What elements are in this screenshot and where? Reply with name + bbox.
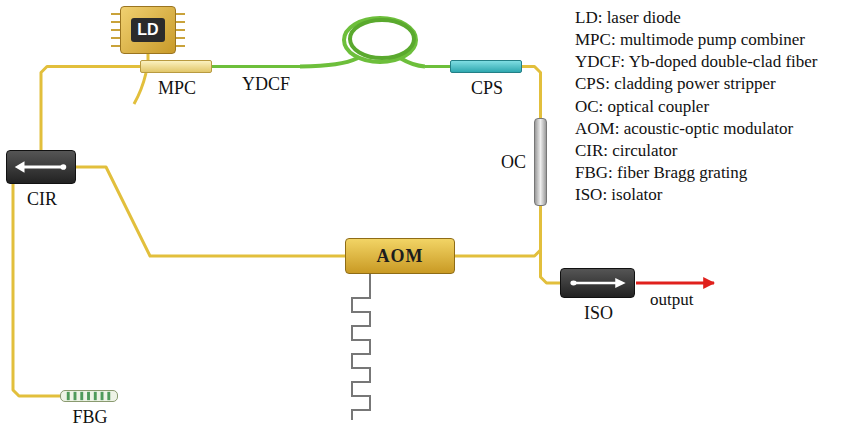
legend-line: CIR: circulator xyxy=(575,142,677,161)
output-arrow xyxy=(636,282,714,285)
power-stripper: CPS xyxy=(450,60,522,73)
component-label: LD xyxy=(131,18,164,42)
component-icon xyxy=(7,151,75,183)
component-label: FBG xyxy=(72,408,107,428)
laser-diode: LD xyxy=(120,6,176,54)
legend-line: AOM: acoustic-optic modulator xyxy=(575,120,793,139)
component-icon xyxy=(61,391,117,401)
output-label: output xyxy=(650,291,693,310)
fiber-coil: YDCF xyxy=(300,12,425,69)
circulator: CIR xyxy=(6,150,76,184)
fiber-link xyxy=(76,167,345,256)
component-icon xyxy=(561,269,634,297)
fiber-link xyxy=(41,67,140,151)
modulation-signal xyxy=(352,274,370,420)
legend-line: OC: optical coupler xyxy=(575,98,709,117)
fiber-link xyxy=(425,65,450,68)
component-label: AOM xyxy=(377,246,424,267)
legend-line: FBG: fiber Bragg grating xyxy=(575,164,747,183)
fiber-link xyxy=(212,65,300,68)
fiber-link xyxy=(541,206,561,283)
component-label: YDCF xyxy=(242,75,290,95)
legend-line: MPC: multimode pump combiner xyxy=(575,31,805,50)
legend-line: LD: laser diode xyxy=(575,9,681,28)
component-label: CIR xyxy=(27,190,57,210)
component-icon xyxy=(300,12,425,69)
legend-line: CPS: cladding power stripper xyxy=(575,75,776,94)
fiber-link xyxy=(455,206,541,256)
legend-line: ISO: isolator xyxy=(575,186,662,205)
component-label: MPC xyxy=(158,79,196,99)
modulator-box: AOM xyxy=(345,238,455,274)
optical-coupler: OC xyxy=(534,118,547,206)
component-label: ISO xyxy=(584,304,613,324)
component-label: OC xyxy=(501,153,526,173)
unused-pump-port xyxy=(134,73,146,104)
bragg-grating: FBG xyxy=(60,390,118,402)
isolator: ISO xyxy=(560,268,635,298)
legend-line: YDCF: Yb-doped double-clad fiber xyxy=(575,53,818,72)
fiber-link xyxy=(13,184,60,396)
component-label: CPS xyxy=(471,79,503,99)
fiber-link xyxy=(522,67,541,119)
pump-combiner: MPC xyxy=(140,60,212,73)
